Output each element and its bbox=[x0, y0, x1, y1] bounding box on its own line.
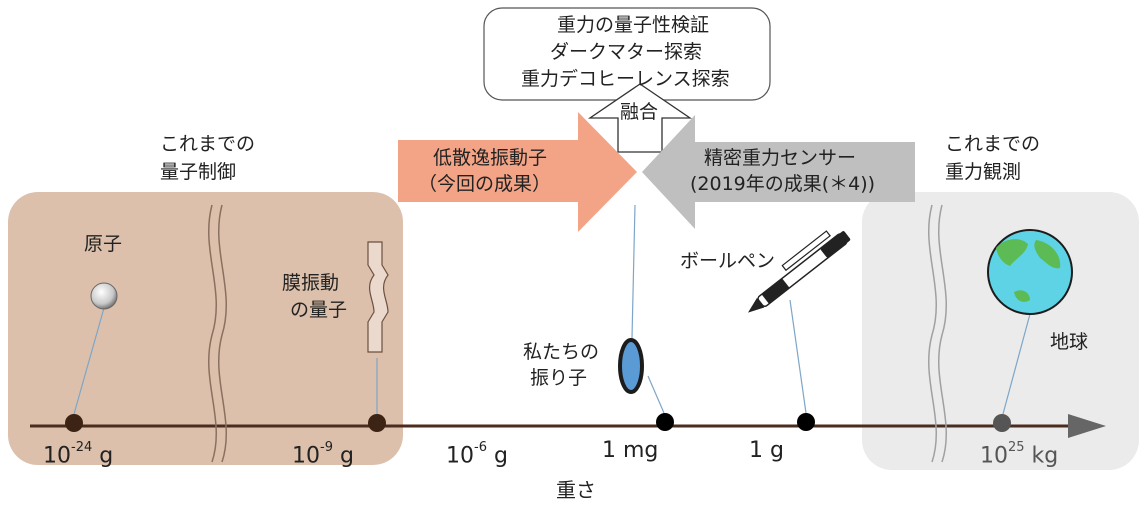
pendulum-label-1: 私たちの bbox=[523, 341, 600, 363]
atom-icon bbox=[90, 282, 118, 310]
gray-arrow-label-2: (2019年の成果(＊4)) bbox=[690, 173, 876, 195]
result-arrow-gray bbox=[642, 115, 915, 229]
scale-break-left bbox=[208, 204, 227, 463]
right-group-title-2: 重力観測 bbox=[945, 161, 1022, 183]
gray-arrow-label-1: 精密重力センサー bbox=[704, 147, 857, 169]
earth-icon bbox=[987, 229, 1073, 315]
tick-label-microgram: 10-6 g bbox=[446, 440, 508, 469]
pen-leader bbox=[789, 299, 807, 414]
membrane-icon bbox=[367, 241, 389, 353]
pen-icon bbox=[747, 230, 851, 313]
left-group-title-1: これまでの bbox=[160, 133, 256, 155]
point-atom bbox=[65, 414, 83, 432]
arrow-tip-leader bbox=[631, 204, 636, 339]
goal-line-2: ダークマター探索 bbox=[550, 41, 703, 63]
pendulum-label-2: 振り子 bbox=[530, 367, 588, 389]
tick-label-membrane: 10-9 g bbox=[292, 440, 354, 469]
tick-label-milligram: 1 mg bbox=[602, 438, 659, 463]
earth-leader bbox=[1002, 313, 1031, 415]
pen-label: ボールペン bbox=[680, 250, 776, 272]
membrane-label-1: 膜振動 bbox=[282, 272, 340, 294]
pendulum-leader bbox=[647, 375, 665, 414]
point-membrane bbox=[368, 414, 386, 432]
result-arrow-orange bbox=[398, 112, 637, 232]
left-group-title-2: 量子制御 bbox=[160, 161, 237, 183]
orange-arrow-label-2: （今回の成果） bbox=[418, 173, 552, 195]
goal-line-3: 重力デコヒーレンス探索 bbox=[521, 68, 730, 90]
tick-label-earth: 1025 kg bbox=[980, 440, 1059, 469]
membrane-label-2: の量子 bbox=[290, 299, 348, 321]
right-group-title-1: これまでの bbox=[945, 133, 1041, 155]
orange-arrow-label-1: 低散逸振動子 bbox=[433, 147, 548, 169]
scale-break-right bbox=[928, 204, 947, 463]
fusion-label: 融合 bbox=[620, 101, 659, 123]
point-pen bbox=[797, 413, 815, 431]
axis-title: 重さ bbox=[556, 478, 596, 502]
earth-label: 地球 bbox=[1050, 331, 1089, 353]
atom-label: 原子 bbox=[84, 233, 123, 255]
tick-label-gram: 1 g bbox=[749, 438, 784, 463]
point-earth bbox=[993, 414, 1011, 432]
point-pendulum bbox=[656, 413, 674, 431]
atom-leader bbox=[73, 307, 105, 415]
quantum-control-panel bbox=[8, 192, 403, 465]
pendulum-icon bbox=[618, 338, 644, 394]
tick-label-atom: 10-24 g bbox=[43, 440, 114, 469]
goal-line-1: 重力の量子性検証 bbox=[557, 14, 710, 36]
mass-axis-arrowhead bbox=[1068, 414, 1106, 438]
fusion-arrow bbox=[587, 83, 693, 153]
